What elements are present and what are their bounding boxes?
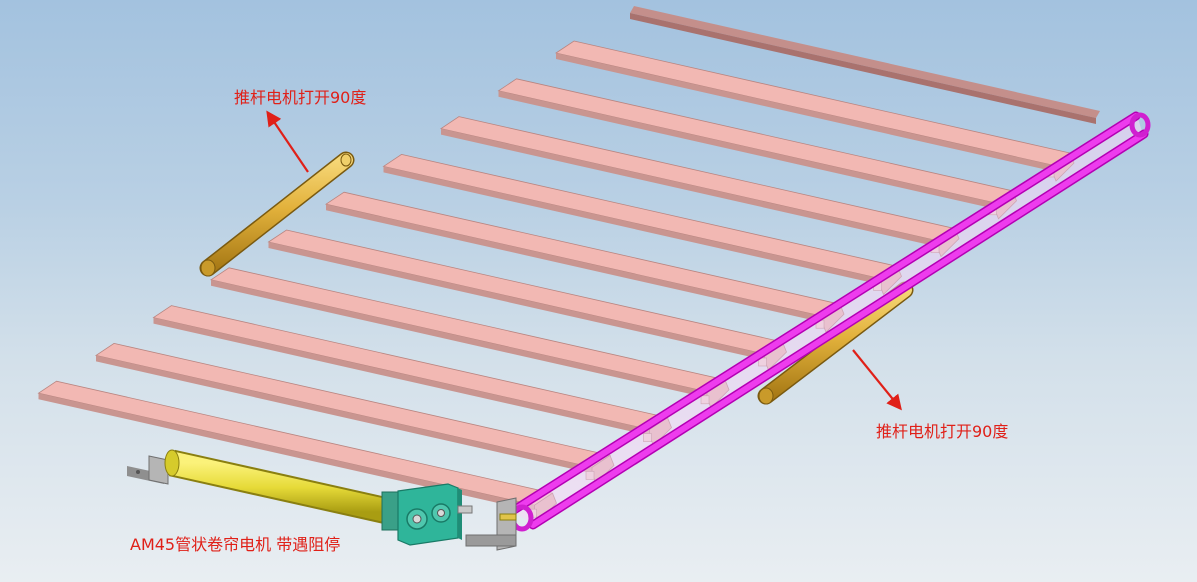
- push-rod-left: [199, 151, 355, 277]
- slat-group: [37, 40, 1075, 522]
- rear-frame-rail: [630, 6, 1100, 124]
- tubular-motor: [164, 449, 401, 531]
- mounting-bracket-left: [127, 455, 169, 485]
- drive-belt: [509, 111, 1151, 532]
- push-rod-right: [757, 281, 914, 405]
- arrow-top-left: [266, 110, 309, 173]
- gearbox: [397, 483, 473, 546]
- arrow-right: [852, 349, 902, 411]
- annotation-label-top: 推杆电机打开90度: [234, 88, 367, 107]
- annotation-label-right: 推杆电机打开90度: [876, 422, 1009, 441]
- mounting-bracket-right: [465, 497, 517, 551]
- annotation-label-motor: AM45管状卷帘电机 带遇阻停: [130, 535, 341, 554]
